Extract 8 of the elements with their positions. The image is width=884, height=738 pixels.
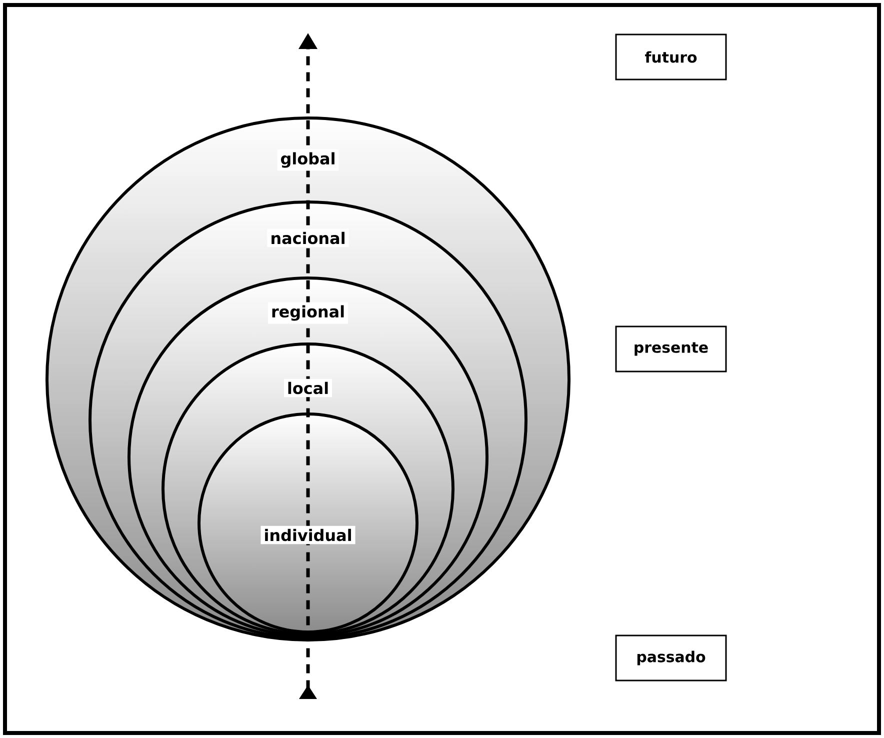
circle-label: regional — [268, 302, 348, 324]
circle-label: nacional — [267, 228, 349, 248]
time-box: futuro — [615, 34, 727, 80]
circle-label: local — [284, 378, 332, 398]
time-box: presente — [615, 326, 727, 372]
time-box: passado — [615, 634, 727, 682]
circle-label: individual — [260, 526, 356, 544]
circle-label: global — [277, 149, 339, 171]
